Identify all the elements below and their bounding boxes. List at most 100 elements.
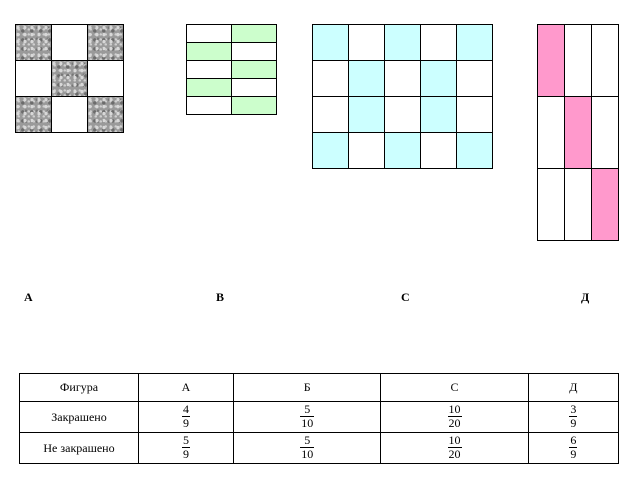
grid-row (537, 24, 619, 97)
empty-cell (231, 78, 277, 97)
shaded-cell (420, 60, 457, 97)
grid-row (312, 132, 493, 169)
shaded-cell (186, 42, 232, 61)
header-cell-c: С (380, 373, 529, 402)
numerator: 5 (300, 434, 315, 448)
empty-cell (456, 96, 493, 133)
figure-a-grid (15, 24, 124, 133)
row-label-shaded: Закрашено (19, 401, 139, 433)
empty-cell (87, 60, 124, 97)
row-label-unshaded: Не закрашено (19, 432, 139, 464)
grid-row (15, 24, 124, 61)
header-cell-b: Б (233, 373, 382, 402)
figure-c-grid (312, 24, 493, 169)
grid-row (15, 60, 124, 97)
empty-cell (456, 60, 493, 97)
numerator: 10 (447, 433, 462, 448)
shaded-cell (420, 96, 457, 133)
figure-b-grid (186, 24, 277, 115)
denominator: 10 (301, 416, 314, 430)
empty-cell (15, 60, 52, 97)
table-header-row: Фигура А Б С Д (19, 373, 620, 402)
shaded-cell (312, 24, 349, 61)
empty-cell (564, 168, 592, 241)
empty-cell (312, 96, 349, 133)
shaded-cell (231, 24, 277, 43)
denominator: 10 (301, 447, 314, 461)
figure-b-letter: В (216, 290, 225, 304)
empty-cell (312, 60, 349, 97)
header-cell-a: А (137, 373, 235, 402)
numerator: 5 (300, 403, 315, 417)
shaded-cell (456, 24, 493, 61)
numerator: 6 (569, 433, 578, 448)
shaded-cell (564, 96, 592, 169)
shaded-cell (537, 24, 565, 97)
empty-cell (591, 96, 619, 169)
empty-cell (537, 168, 565, 241)
empty-cell (348, 132, 385, 169)
empty-cell (186, 60, 232, 79)
grid-row (312, 60, 493, 97)
grid-row (186, 24, 277, 43)
grid-row (312, 24, 493, 61)
empty-cell (51, 96, 88, 133)
shaded-cell (456, 132, 493, 169)
shaded-cell (186, 78, 232, 97)
figure-d-letter: Д (581, 290, 590, 304)
numerator: 3 (569, 402, 578, 417)
empty-cell (591, 24, 619, 97)
empty-cell (231, 42, 277, 61)
denominator: 9 (570, 447, 577, 461)
numerator: 5 (182, 433, 190, 448)
figure-d-grid (537, 24, 619, 241)
empty-cell (186, 96, 232, 115)
header-cell-d: Д (527, 373, 620, 402)
shaded-cell (231, 60, 277, 79)
figure-c-letter: С (401, 290, 410, 304)
empty-cell (420, 24, 457, 61)
empty-cell (564, 24, 592, 97)
shaded-cell (87, 24, 124, 61)
empty-cell (384, 96, 421, 133)
grid-row (186, 60, 277, 79)
denominator: 9 (570, 416, 577, 430)
denominator: 20 (448, 447, 461, 461)
grid-row (15, 96, 124, 133)
grid-row (537, 96, 619, 169)
shaded-cell (231, 96, 277, 115)
denominator: 20 (448, 416, 461, 430)
shaded-cell (384, 132, 421, 169)
empty-cell (186, 24, 232, 43)
shaded-cell (348, 96, 385, 133)
shaded-cell (51, 60, 88, 97)
grid-row (312, 96, 493, 133)
grid-row (186, 78, 277, 97)
empty-cell (348, 24, 385, 61)
header-cell-figure: Фигура (19, 373, 139, 402)
shaded-cell (348, 60, 385, 97)
empty-cell (384, 60, 421, 97)
figure-a-letter: А (24, 290, 33, 304)
grid-row (186, 96, 277, 115)
numerator: 4 (182, 402, 190, 417)
empty-cell (51, 24, 88, 61)
shaded-cell (15, 24, 52, 61)
